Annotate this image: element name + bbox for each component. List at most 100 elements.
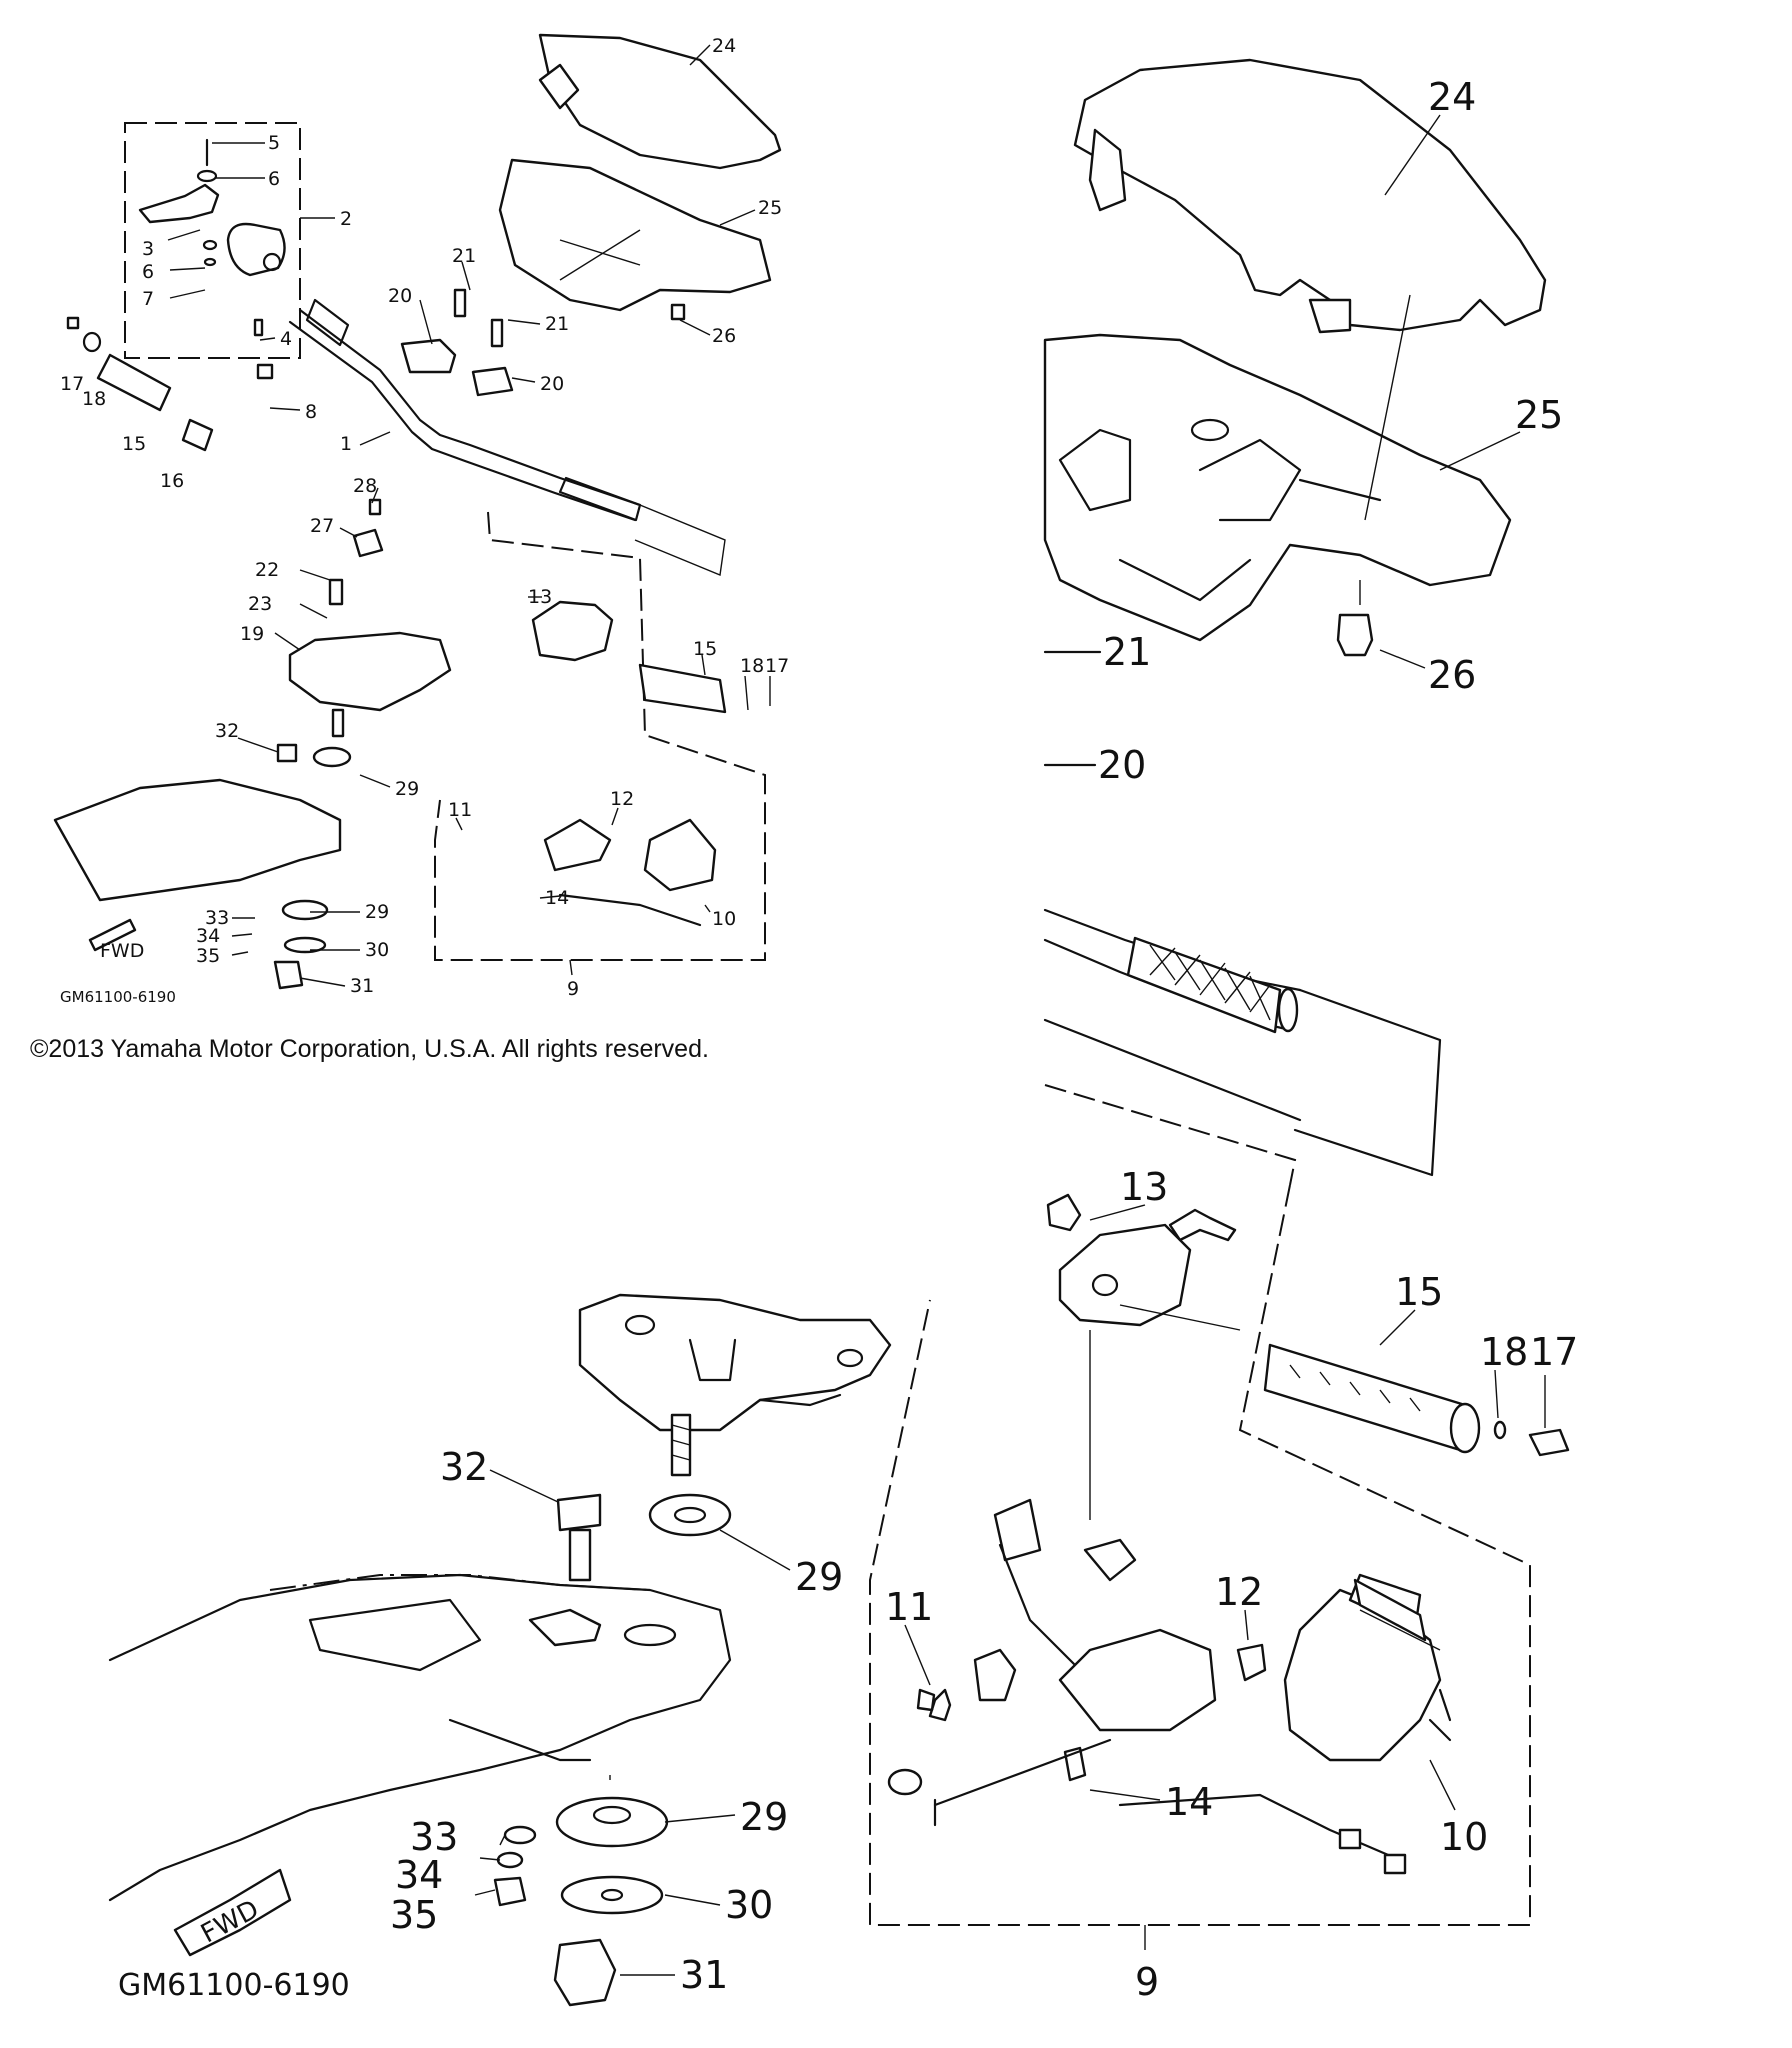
detail-diagram-code: GM61100-6190 bbox=[118, 1968, 350, 2003]
overview-label-22: 22 bbox=[255, 559, 279, 581]
handlebar-tube bbox=[288, 298, 726, 576]
detail-label-14: 14 bbox=[1165, 1780, 1213, 1824]
overview-label-3: 3 bbox=[142, 238, 154, 260]
overview-label-9: 9 bbox=[567, 978, 579, 1000]
detail-handlebar-tube bbox=[1043, 908, 1442, 1186]
handlebar-holders bbox=[400, 288, 514, 397]
overview-label-27: 27 bbox=[310, 515, 334, 537]
overview-label-18-right: 18 bbox=[740, 655, 764, 677]
column-plate-bottom bbox=[578, 1293, 892, 1432]
overview-label-8: 8 bbox=[305, 401, 317, 423]
washer-30 bbox=[560, 1875, 664, 1915]
detail-label-32: 32 bbox=[440, 1445, 488, 1489]
overview-label-21-top: 21 bbox=[452, 245, 476, 267]
overview-label-20-bottom: 20 bbox=[540, 373, 564, 395]
detail-label-13: 13 bbox=[1120, 1165, 1168, 1209]
detail-label-20: 20 bbox=[1098, 743, 1146, 787]
overview-label-16: 16 bbox=[160, 470, 184, 492]
lock-washer-34 bbox=[496, 1851, 524, 1869]
overview-label-17-left: 17 bbox=[60, 373, 84, 395]
detail-covers: 24 25 26 21 20 bbox=[1043, 58, 1563, 787]
part-12 bbox=[1236, 1643, 1267, 1682]
overview-label-11: 11 bbox=[448, 799, 472, 821]
overview-label-12: 12 bbox=[610, 788, 634, 810]
stud-bolt bbox=[670, 1413, 692, 1477]
detail-label-34: 34 bbox=[395, 1853, 443, 1897]
overview-label-2: 2 bbox=[340, 208, 352, 230]
top-cover-24 bbox=[1073, 58, 1547, 332]
switch-assembly-small bbox=[531, 600, 727, 927]
overview-label-14: 14 bbox=[545, 887, 569, 909]
overview-label-31: 31 bbox=[350, 975, 374, 997]
overview-label-10: 10 bbox=[712, 908, 736, 930]
overview-label-20-top: 20 bbox=[388, 285, 412, 307]
overview-label-28: 28 bbox=[353, 475, 377, 497]
overview-label-7: 7 bbox=[142, 288, 154, 310]
detail-label-21: 21 bbox=[1103, 630, 1151, 674]
bolt-32 bbox=[556, 1493, 602, 1532]
overview-fwd-label: FWD bbox=[100, 940, 144, 962]
overview-label-15-left: 15 bbox=[122, 433, 146, 455]
overview-label-19: 19 bbox=[240, 623, 264, 645]
overview-label-6-bottom: 6 bbox=[142, 261, 154, 283]
detail-label-35: 35 bbox=[390, 1893, 438, 1937]
detail-label-15: 15 bbox=[1395, 1270, 1443, 1314]
switch-body bbox=[1058, 1628, 1217, 1732]
detail-label-31: 31 bbox=[680, 1953, 728, 1997]
fwd-arrow bbox=[173, 1868, 292, 1957]
lower-cover-25 bbox=[1043, 333, 1512, 642]
switch-housing bbox=[1058, 1223, 1192, 1327]
overview-label-4: 4 bbox=[280, 328, 292, 350]
overview-label-34: 34 bbox=[196, 925, 220, 947]
overview-label-18-left: 18 bbox=[82, 388, 106, 410]
overview-label-33: 33 bbox=[205, 907, 229, 929]
right-grip-15 bbox=[1263, 1343, 1467, 1452]
overview-label-23: 23 bbox=[248, 593, 272, 615]
overview-label-21-bottom: 21 bbox=[545, 313, 569, 335]
rubber-mount-29-top bbox=[648, 1493, 732, 1537]
detail-label-9: 9 bbox=[1135, 1960, 1159, 2004]
detail-label-33: 33 bbox=[410, 1815, 458, 1859]
nut-31 bbox=[553, 1938, 617, 2007]
detail-label-12: 12 bbox=[1215, 1570, 1263, 1614]
detail-label-10: 10 bbox=[1440, 1815, 1488, 1859]
overview-label-25: 25 bbox=[758, 197, 782, 219]
overview-label-24: 24 bbox=[712, 35, 736, 57]
steering-column-plate bbox=[288, 498, 452, 738]
overview-diagram: 5 6 2 3 6 7 4 8 1 28 27 22 23 19 32 29 2… bbox=[53, 33, 789, 1006]
copyright-notice: ©2013 Yamaha Motor Corporation, U.S.A. A… bbox=[30, 1035, 709, 1063]
knurled-grip-section bbox=[1126, 936, 1282, 1034]
detail-label-26: 26 bbox=[1428, 653, 1476, 697]
detail-label-29-top: 29 bbox=[795, 1555, 843, 1599]
detail-mounting: 32 29 29 33 34 35 30 31 FWD GM61100-6190 bbox=[108, 1293, 892, 2007]
hull-mount-small bbox=[53, 743, 352, 990]
overview-label-5: 5 bbox=[268, 132, 280, 154]
overview-label-13: 13 bbox=[528, 586, 552, 608]
nut-35 bbox=[493, 1876, 527, 1907]
overview-label-29-bottom: 29 bbox=[365, 901, 389, 923]
left-grip bbox=[66, 316, 214, 452]
overview-diagram-code: GM61100-6190 bbox=[60, 988, 176, 1006]
detail-label-18: 18 bbox=[1480, 1330, 1528, 1374]
lever-assembly-boundary bbox=[124, 122, 301, 359]
overview-label-29-top: 29 bbox=[395, 778, 419, 800]
detail-label-11: 11 bbox=[885, 1585, 933, 1629]
overview-callouts: 5 6 2 3 6 7 4 8 1 28 27 22 23 19 32 29 2… bbox=[60, 35, 789, 1006]
washer-33 bbox=[503, 1825, 537, 1845]
overview-label-30: 30 bbox=[365, 939, 389, 961]
detail-switch-assembly: 13 15 18 17 12 11 14 10 9 bbox=[869, 1165, 1578, 2004]
detail-label-24: 24 bbox=[1428, 75, 1476, 119]
detail-label-17: 17 bbox=[1530, 1330, 1578, 1374]
switch-button-13 bbox=[1046, 1193, 1082, 1232]
overview-label-32: 32 bbox=[215, 720, 239, 742]
lower-cover-small bbox=[498, 158, 772, 321]
screw-17 bbox=[1528, 1428, 1570, 1457]
overview-label-35: 35 bbox=[196, 945, 220, 967]
overview-label-17-right: 17 bbox=[765, 655, 789, 677]
detail-label-25: 25 bbox=[1515, 393, 1563, 437]
top-cover-small bbox=[538, 33, 782, 170]
detail-label-29-bottom: 29 bbox=[740, 1795, 788, 1839]
overview-label-6-top: 6 bbox=[268, 168, 280, 190]
